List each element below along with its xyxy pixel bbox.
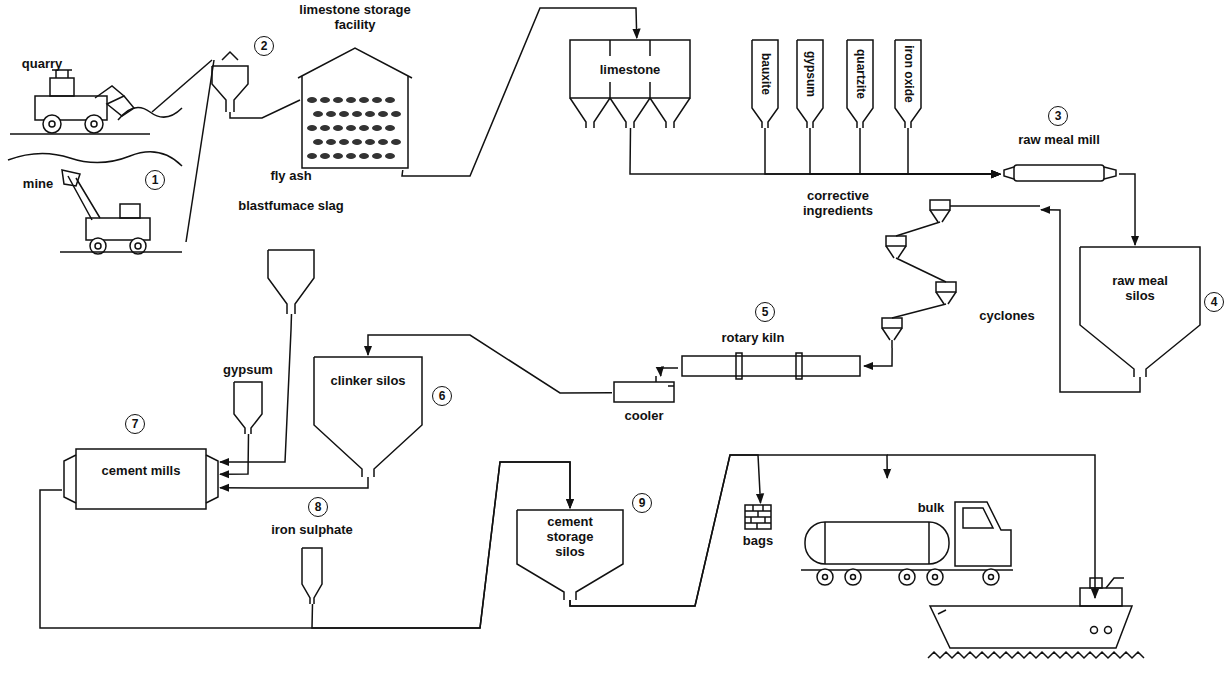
part-label: mine xyxy=(14,176,62,191)
callout-number: 9 xyxy=(632,493,652,513)
bags-icon: bags xyxy=(737,503,784,553)
conveyor-and-crusher xyxy=(152,52,300,242)
node-label: fly ash xyxy=(228,168,354,183)
flow-line xyxy=(402,8,637,176)
callout-number: 3 xyxy=(1048,106,1068,126)
node-label: limestone storage facility xyxy=(288,2,422,32)
flow-line xyxy=(220,434,249,474)
node-label: bauxite xyxy=(758,53,773,95)
callout-number: 6 xyxy=(432,386,452,406)
limestone-bins: limestone xyxy=(568,38,693,128)
cement-mill: cement mills xyxy=(62,445,220,513)
node-label: cooler xyxy=(612,408,676,423)
ship xyxy=(928,578,1144,658)
cyclone-preheater-outline xyxy=(876,196,1040,348)
rotary-kiln: rotary kiln xyxy=(678,330,864,380)
flow-line xyxy=(864,348,892,366)
flow-line xyxy=(765,128,1000,174)
silo: clinker silos xyxy=(312,355,424,477)
storage-building: limestone storage facility xyxy=(288,2,423,170)
flow-line xyxy=(860,128,1000,174)
node-label: cement mills xyxy=(101,463,181,478)
flow-line xyxy=(220,314,292,462)
node-label: cement storage silos xyxy=(533,514,607,559)
callout-number: 4 xyxy=(1204,292,1224,312)
node-label: rotary kiln xyxy=(688,330,818,345)
part-label: corrective ingredients xyxy=(790,188,886,218)
additive-hopper-outline xyxy=(228,166,354,314)
node-label: gypsum xyxy=(218,362,278,377)
node-label: clinker silos xyxy=(328,373,408,388)
silo: raw meal silos xyxy=(1078,245,1202,377)
clinker-cooler: cooler xyxy=(612,376,677,432)
additive-hopper: iron sulphate xyxy=(250,518,375,604)
callout-number: 5 xyxy=(755,302,775,322)
limestone-bins-outline xyxy=(568,38,692,128)
additive-hopper: fly ash blastfumace slag xyxy=(228,166,355,314)
ingredient-hopper: quartzite xyxy=(845,38,875,128)
bulk-truck: bulk xyxy=(795,478,1020,588)
node-label: raw meal mill xyxy=(1000,132,1118,147)
flow-line xyxy=(1119,174,1135,245)
flow-line xyxy=(312,462,570,628)
flow-line xyxy=(908,128,1000,174)
silo: cement storage silos xyxy=(515,508,625,600)
quarry-loader xyxy=(10,70,182,134)
node-label: cyclones xyxy=(974,308,1040,323)
callout-number: 8 xyxy=(308,497,328,517)
raw-meal-mill: raw meal mill xyxy=(1000,132,1119,184)
node-label: quartzite xyxy=(853,49,868,99)
flow-line xyxy=(570,455,887,606)
flow-line xyxy=(810,128,1000,174)
node-label: gypsum xyxy=(803,51,818,97)
silo-outline xyxy=(1078,245,1202,377)
callout-number: 2 xyxy=(254,36,274,56)
node-label: iron sulphate xyxy=(250,522,374,537)
flow-line xyxy=(630,128,1000,174)
flow-line xyxy=(40,462,570,628)
node-label: iron oxide xyxy=(901,45,916,102)
clinker-cooler-outline xyxy=(612,376,676,432)
flow-line xyxy=(1041,210,1140,392)
ingredient-hopper: bauxite xyxy=(750,38,780,128)
node-label: bulk xyxy=(909,500,953,515)
additive-hopper: gypsum xyxy=(218,362,279,434)
flow-line xyxy=(220,477,368,488)
node-label: blastfumace slag xyxy=(228,198,354,213)
dispatch-line xyxy=(887,455,1095,598)
node-label: raw meal silos xyxy=(1098,273,1182,303)
ingredient-hopper: iron oxide xyxy=(893,38,923,128)
node-label: bags xyxy=(733,533,783,548)
cement-mill-outline xyxy=(62,445,220,513)
flow-line xyxy=(570,455,761,606)
ingredient-hopper: gypsum xyxy=(795,38,825,128)
callout-number: 1 xyxy=(145,170,165,190)
callout-number: 7 xyxy=(125,414,145,434)
mine-loader xyxy=(8,152,182,254)
flow-line xyxy=(660,368,678,376)
cyclone-preheater: cyclones xyxy=(876,196,1041,348)
bulk-truck-outline xyxy=(795,478,1020,588)
part-label: quarry xyxy=(14,56,70,71)
node-label: limestone xyxy=(568,62,692,77)
